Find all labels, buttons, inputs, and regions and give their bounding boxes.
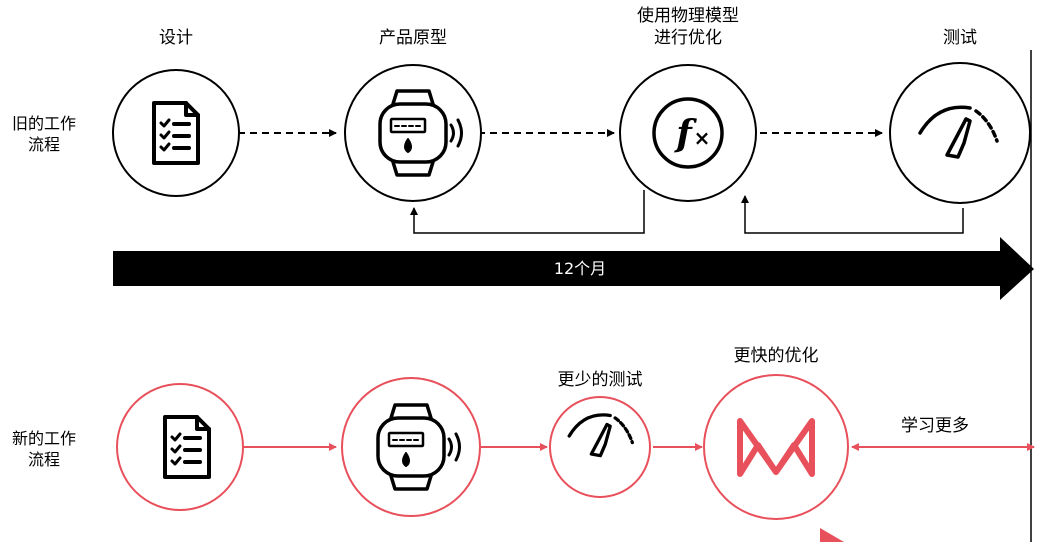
smartwatch-icon: [378, 89, 463, 177]
old-workflow-label-line2: 流程: [27, 135, 60, 154]
old-workflow-label-line1: 旧的工作: [11, 114, 76, 133]
old-step-optimize-circle: [619, 64, 757, 202]
logo-bowtie-icon: [737, 418, 815, 477]
new-workflow-label-line2: 流程: [27, 450, 60, 469]
svg-text:×: ×: [694, 126, 711, 150]
step-label-optimize: 使用物理模型 进行优化: [618, 5, 758, 49]
old-step-design-circle: [112, 69, 240, 197]
step-label-faster-optimize: 更快的优化: [733, 346, 819, 366]
document-checklist-icon: [163, 415, 211, 479]
step-label-design: 设计: [159, 28, 193, 48]
old-feedback-loop-2: [741, 195, 964, 234]
new-step-optimize-circle: [703, 374, 849, 520]
cropped-red-shape: [820, 528, 844, 542]
document-checklist-icon: [152, 101, 200, 165]
step-label-test: 测试: [943, 28, 977, 48]
step-label-optimize-line2: 进行优化: [654, 28, 722, 48]
gauge-icon: [567, 413, 634, 458]
learn-more-link[interactable]: 学习更多: [901, 416, 969, 436]
smartwatch-icon: [376, 403, 461, 491]
timeline-label: 12个月: [553, 259, 607, 278]
old-workflow-label: 旧的工作 流程: [3, 113, 85, 155]
timeline-arrow: [113, 237, 1034, 300]
new-workflow-label-line1: 新的工作: [11, 429, 76, 448]
new-workflow-label: 新的工作 流程: [3, 428, 85, 470]
gauge-icon: [918, 105, 999, 159]
step-label-prototype: 产品原型: [379, 28, 447, 48]
step-label-less-testing: 更少的测试: [557, 370, 643, 390]
step-label-optimize-line1: 使用物理模型: [637, 6, 739, 26]
old-feedback-loop-1: [410, 190, 645, 234]
